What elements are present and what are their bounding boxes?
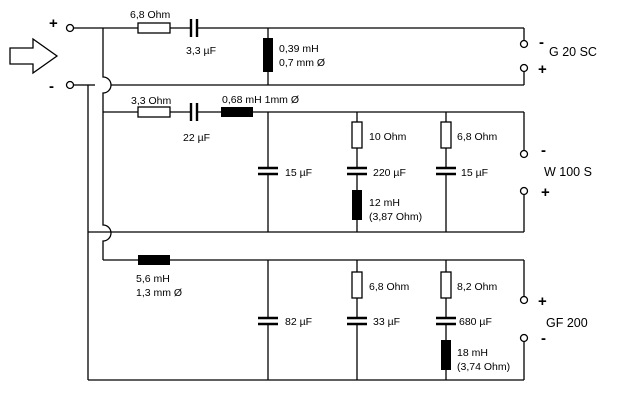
gf200-branch2-resistor-label: 6,8 Ohm bbox=[369, 281, 410, 293]
w100-resistor-label: 3,3 Ohm bbox=[131, 95, 172, 107]
w100-branch3-resistor bbox=[440, 121, 452, 149]
gf200-branch3-inductor-label-1: 18 mH bbox=[457, 347, 488, 359]
gf200-inductor-label-2: 1,3 mm Ø bbox=[136, 287, 182, 299]
w100-branch2-resistor-label: 10 Ohm bbox=[369, 131, 407, 143]
g20-shunt-inductor bbox=[263, 38, 273, 72]
w100-branch2-capacitor-label: 220 µF bbox=[373, 167, 406, 179]
w100-plus-terminal[interactable] bbox=[519, 186, 529, 196]
gf200-inductor-label-1: 5,6 mH bbox=[136, 273, 170, 285]
input-minus-terminal[interactable] bbox=[65, 80, 75, 90]
w100-series-inductor bbox=[221, 107, 253, 117]
w100-plus-sign: + bbox=[541, 184, 550, 201]
input-minus-sign: - bbox=[49, 78, 54, 95]
gf200-minus-sign: - bbox=[541, 330, 546, 347]
gf200-branch3-capacitor-label: 680 µF bbox=[459, 316, 492, 328]
gf200-plus-terminal[interactable] bbox=[519, 295, 529, 305]
gf200-series-inductor bbox=[138, 255, 170, 265]
w100-minus-terminal[interactable] bbox=[519, 149, 529, 159]
g20-series-resistor bbox=[137, 22, 171, 34]
g20-minus-sign: - bbox=[539, 34, 544, 51]
w100-branch3-capacitor-label: 15 µF bbox=[461, 167, 488, 179]
g20-speaker-label: G 20 SC bbox=[549, 45, 597, 59]
gf200-branch3-resistor-label: 8,2 Ohm bbox=[457, 281, 498, 293]
gf200-branch3-inductor-label-2: (3,74 Ohm) bbox=[457, 361, 510, 373]
gf200-branch3-inductor bbox=[441, 340, 451, 370]
gf200-speaker-label: GF 200 bbox=[546, 316, 588, 330]
w100-branch2-inductor bbox=[352, 190, 362, 220]
g20-capacitor-label: 3,3 µF bbox=[186, 45, 216, 57]
gf200-shunt1-label: 82 µF bbox=[285, 316, 312, 328]
w100-branch2-inductor-label-1: 12 mH bbox=[369, 197, 400, 209]
positive-bus bbox=[102, 28, 112, 260]
gf200-branch2-resistor bbox=[351, 271, 363, 299]
input-plus-sign: + bbox=[49, 15, 58, 32]
input-plus-terminal[interactable] bbox=[65, 23, 75, 33]
w100-branch2-resistor bbox=[351, 121, 363, 149]
gf200-plus-sign: + bbox=[538, 293, 547, 310]
w100-capacitor-label: 22 µF bbox=[183, 132, 210, 144]
g20-minus-terminal[interactable] bbox=[519, 39, 529, 49]
g20-inductor-label-2: 0,7 mm Ø bbox=[279, 57, 325, 69]
gf200-branch3-resistor bbox=[440, 271, 452, 299]
w100-shunt1-label: 15 µF bbox=[285, 167, 312, 179]
gf200-branch2-capacitor-label: 33 µF bbox=[373, 316, 400, 328]
g20-plus-sign: + bbox=[538, 61, 547, 78]
w100-series-resistor bbox=[137, 106, 171, 118]
w100-inductor-label: 0,68 mH 1mm Ø bbox=[222, 94, 299, 106]
w100-branch3-resistor-label: 6,8 Ohm bbox=[457, 131, 498, 143]
g20-plus-terminal[interactable] bbox=[519, 63, 529, 73]
g20-resistor-label: 6,8 Ohm bbox=[130, 9, 171, 21]
w100-speaker-label: W 100 S bbox=[544, 165, 592, 179]
input-arrow-icon bbox=[9, 37, 59, 75]
g20-inductor-label-1: 0,39 mH bbox=[279, 43, 319, 55]
w100-minus-sign: - bbox=[541, 142, 546, 159]
gf200-minus-terminal[interactable] bbox=[519, 333, 529, 343]
w100-branch2-inductor-label-2: (3,87 Ohm) bbox=[369, 211, 422, 223]
